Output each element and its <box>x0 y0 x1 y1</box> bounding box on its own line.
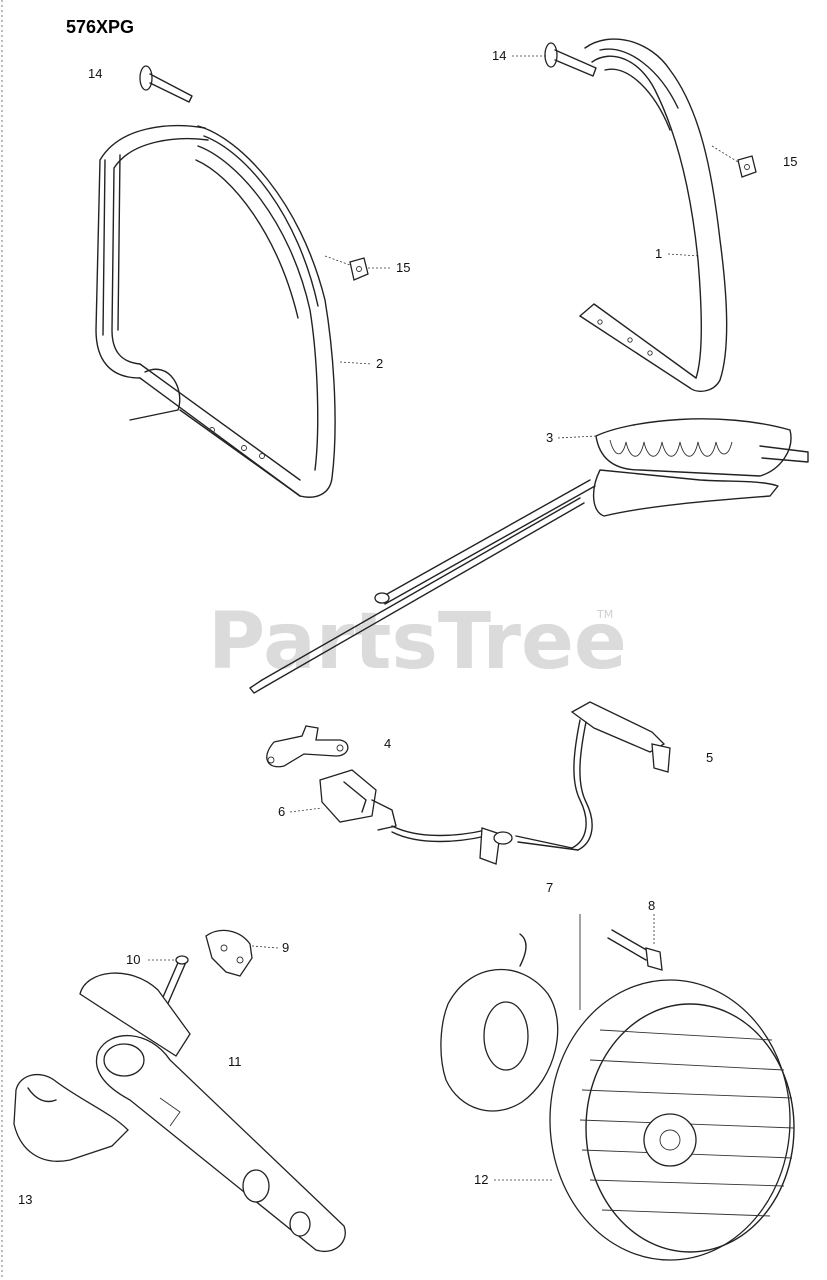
part-10-screw[interactable] <box>159 955 189 1009</box>
model-title: 576XPG <box>66 17 134 37</box>
callout-12: 12 <box>474 1172 488 1187</box>
callout-9: 9 <box>282 940 289 955</box>
part-14-screw-left[interactable] <box>139 65 193 103</box>
part-9-bracket[interactable] <box>205 929 253 977</box>
callout-4: 4 <box>384 736 391 751</box>
part-6-switch[interactable] <box>319 769 501 865</box>
callout-15-right: 15 <box>783 154 797 169</box>
part-2-front-handle[interactable] <box>95 124 336 498</box>
callout-1: 1 <box>655 246 662 261</box>
callout-13: 13 <box>18 1192 32 1207</box>
part-8-bolt[interactable] <box>607 929 663 971</box>
callout-11: 11 <box>228 1054 242 1069</box>
callout-14-left: 14 <box>88 66 102 81</box>
part-4-bracket[interactable] <box>266 725 349 768</box>
watermark-tm: TM <box>596 608 613 621</box>
part-15-nut-left[interactable] <box>324 255 369 281</box>
part-11-brake-arm[interactable] <box>79 972 346 1252</box>
part-5-wire-assembly[interactable] <box>493 701 671 851</box>
callout-15-left: 15 <box>396 260 410 275</box>
part-1-rear-handle[interactable] <box>579 38 728 392</box>
callout-7: 7 <box>546 880 553 895</box>
part-3-heating-element[interactable] <box>249 418 809 694</box>
callout-2: 2 <box>376 356 383 371</box>
part-15-nut-right[interactable] <box>711 145 757 178</box>
part-14-screw-right[interactable] <box>544 42 597 77</box>
part-7-ignition-module[interactable] <box>440 933 559 1112</box>
watermark-brand: PartsTree <box>208 597 627 687</box>
callout-5: 5 <box>706 750 713 765</box>
callout-14-right: 14 <box>492 48 506 63</box>
callout-3: 3 <box>546 430 553 445</box>
part-13-cover[interactable] <box>13 1073 129 1162</box>
part-12-flywheel[interactable] <box>549 979 795 1261</box>
callout-8: 8 <box>648 898 655 913</box>
callout-10: 10 <box>126 952 140 967</box>
callout-6: 6 <box>278 804 285 819</box>
